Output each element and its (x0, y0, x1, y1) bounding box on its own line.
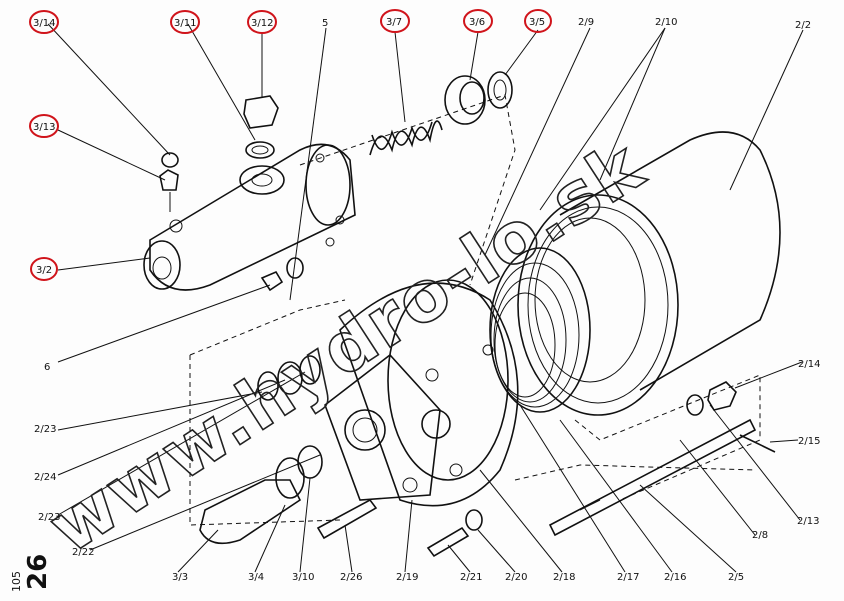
label-2-20: 2/20 (505, 572, 527, 583)
highlight-ring-3-7 (380, 9, 410, 33)
label-2-23-upper: 2/23 (34, 424, 56, 435)
highlight-ring-3-12 (247, 10, 277, 34)
highlight-ring-3-5 (524, 9, 552, 33)
label-3-2: 3/2 (36, 265, 52, 276)
label-3-4: 3/4 (248, 572, 264, 583)
highlight-ring-3-14 (29, 10, 59, 34)
front-housing (339, 282, 519, 507)
label-2-13: 2/13 (797, 516, 819, 527)
label-2-9: 2/9 (578, 17, 594, 28)
label-3-11: 3/11 (174, 18, 196, 29)
label-3-13: 3/13 (33, 122, 55, 133)
label-3-5: 3/5 (529, 17, 545, 28)
label-2-17: 2/17 (617, 572, 639, 583)
highlight-ring-3-13 (29, 114, 59, 138)
label-2-10: 2/10 (655, 17, 677, 28)
label-2-15: 2/15 (798, 436, 820, 447)
label-2-21: 2/21 (460, 572, 482, 583)
label-3-7: 3/7 (386, 17, 402, 28)
label-3-3: 3/3 (172, 572, 188, 583)
label-2-8: 2/8 (752, 530, 768, 541)
part-labels: 3/14 3/11 3/12 5 3/7 3/6 3/5 2/9 2/10 2/… (33, 17, 820, 583)
label-2-26: 2/26 (340, 572, 362, 583)
label-3-14: 3/14 (33, 18, 55, 29)
label-6: 6 (44, 362, 50, 373)
highlight-ring-3-2 (30, 257, 58, 281)
label-2-19: 2/19 (396, 572, 418, 583)
label-5: 5 (322, 18, 328, 29)
label-2-23-lower: 2/23 (38, 512, 60, 523)
label-2-14: 2/14 (798, 359, 820, 370)
watermark-text: www.hydro-lo.sk (35, 125, 659, 570)
page-number: 26 (23, 554, 53, 590)
highlight-rings (29, 9, 552, 281)
servo-housing (559, 131, 781, 391)
label-2-24: 2/24 (34, 472, 56, 483)
label-3-12: 3/12 (251, 18, 273, 29)
highlight-ring-3-11 (170, 10, 200, 34)
label-3-10: 3/10 (292, 572, 314, 583)
label-3-6: 3/6 (469, 17, 485, 28)
page-subnumber: 105 (10, 571, 23, 592)
master-cylinder-body (149, 143, 356, 291)
drawing-lines (143, 71, 781, 558)
label-2-18: 2/18 (553, 572, 575, 583)
leader-lines (47, 23, 804, 573)
highlight-ring-3-6 (463, 9, 493, 33)
label-2-5: 2/5 (728, 572, 744, 583)
label-2-2: 2/2 (795, 20, 811, 31)
label-2-16: 2/16 (664, 572, 686, 583)
label-2-22: 2/22 (72, 547, 94, 558)
